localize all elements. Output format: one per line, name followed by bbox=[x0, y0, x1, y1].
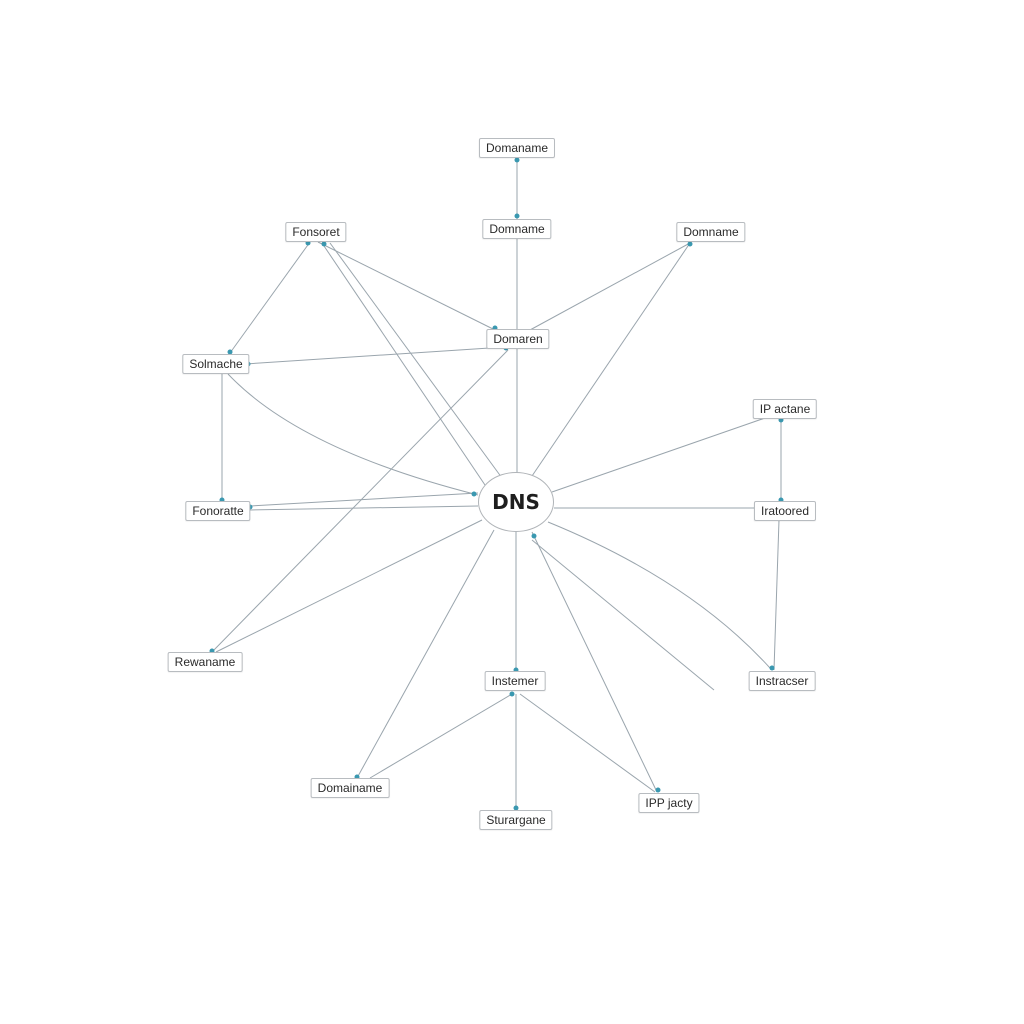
edge bbox=[244, 346, 506, 365]
arrowhead bbox=[514, 213, 520, 219]
node-left-lower[interactable]: Rewaname bbox=[167, 652, 243, 672]
node-bottom[interactable]: Sturargane bbox=[479, 810, 553, 830]
edge bbox=[547, 521, 771, 669]
arrowhead bbox=[321, 241, 327, 247]
edge bbox=[531, 539, 715, 691]
edge bbox=[215, 519, 483, 653]
edge bbox=[369, 693, 513, 779]
edge bbox=[227, 373, 479, 496]
edge bbox=[531, 531, 658, 793]
edge bbox=[529, 242, 691, 331]
node-left-upper[interactable]: Solmache bbox=[182, 354, 250, 374]
node-bottom-right[interactable]: IPP jacty bbox=[638, 793, 700, 813]
arrowhead bbox=[513, 805, 519, 811]
edge bbox=[249, 492, 479, 507]
arrowhead bbox=[531, 533, 537, 539]
node-bottom-left[interactable]: Domainame bbox=[310, 778, 390, 798]
edge bbox=[317, 241, 496, 331]
arrowhead bbox=[514, 157, 520, 163]
edge bbox=[356, 529, 495, 779]
node-right-lower[interactable]: Instracser bbox=[748, 671, 816, 691]
node-right-mid[interactable]: Iratoored bbox=[753, 501, 817, 521]
node-top[interactable]: Domaname bbox=[478, 138, 556, 158]
arrowhead bbox=[655, 787, 661, 793]
edge bbox=[211, 349, 509, 653]
node-upper-mid[interactable]: Domname bbox=[482, 219, 552, 239]
node-upper-right[interactable]: Domname bbox=[676, 222, 746, 242]
node-left-mid[interactable]: Fonoratte bbox=[185, 501, 251, 521]
edge bbox=[329, 242, 503, 479]
node-right-upper[interactable]: IP actane bbox=[752, 399, 818, 419]
edge bbox=[773, 519, 780, 671]
node-bottom-mid[interactable]: Instemer bbox=[484, 671, 546, 691]
edge bbox=[321, 242, 486, 486]
arrowhead bbox=[687, 241, 693, 247]
node-upper-left[interactable]: Fonsoret bbox=[285, 222, 347, 242]
arrowhead bbox=[471, 491, 477, 497]
arrowhead bbox=[509, 691, 515, 697]
edge bbox=[531, 242, 691, 477]
edge bbox=[249, 505, 479, 511]
arrowhead bbox=[227, 349, 233, 355]
arrowhead bbox=[769, 665, 775, 671]
edge bbox=[519, 693, 656, 793]
node-mid[interactable]: Domaren bbox=[486, 329, 550, 349]
dns-center-node[interactable]: DNS bbox=[478, 472, 554, 532]
edge bbox=[229, 241, 311, 354]
edge bbox=[551, 417, 766, 493]
